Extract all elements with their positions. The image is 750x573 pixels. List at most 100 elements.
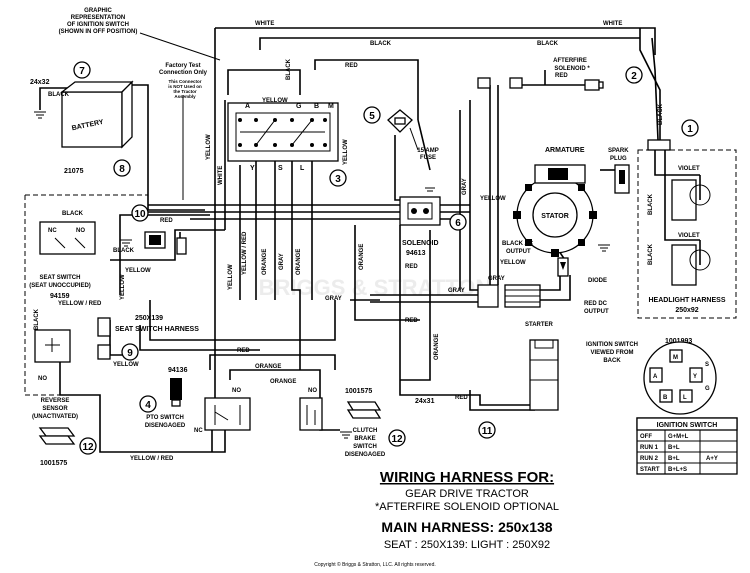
fuse-line-1: 15 AMP bbox=[417, 148, 438, 154]
factory-test: Factory Test Connection Only This Connec… bbox=[159, 63, 208, 255]
wire-label-yellow-vert2: YELLOW bbox=[120, 274, 126, 300]
wire-label-violet-2: VIOLET bbox=[678, 233, 700, 239]
wire-label-red-after: RED bbox=[555, 73, 568, 79]
title-sub: SEAT : 250X139: LIGHT : 250X92 bbox=[384, 539, 550, 551]
wire-label-black-right-vert: BLACK bbox=[658, 103, 664, 125]
wire-label-yellow-vert: YELLOW bbox=[343, 139, 349, 165]
title-line-2: *AFTERFIRE SOLENOID OPTIONAL bbox=[375, 501, 559, 513]
callouts: 1 2 3 4 5 6 7 8 9 10 11 12 12 bbox=[73, 61, 699, 455]
red-dc-line-2: OUTPUT bbox=[584, 309, 609, 315]
wire-label-black-seat: BLACK bbox=[62, 211, 84, 217]
ign-view-g: G bbox=[705, 386, 710, 392]
ign-row-3-c1: B+L bbox=[668, 456, 680, 462]
battery-bolt: 24x32 bbox=[30, 79, 50, 86]
title-main: MAIN HARNESS: 250x138 bbox=[381, 519, 552, 535]
reverse-line-1: REVERSE bbox=[41, 398, 70, 404]
clutch-switch: NO 1001575 CLUTCH BRAKE SWITCH DISENGAGE… bbox=[299, 388, 386, 458]
seat-switch-line-1: SEAT SWITCH bbox=[40, 275, 81, 281]
wire-label-red-mid: RED bbox=[405, 318, 418, 324]
ignition-switch: A G B M Y S L bbox=[227, 102, 339, 172]
callout-5: 5 bbox=[369, 111, 375, 122]
callout-3: 3 bbox=[335, 174, 341, 185]
diode: DIODE BLACK AC OUTPUT RED DC OUTPUT bbox=[502, 241, 609, 315]
ign-view-line-1: IGNITION SWITCH bbox=[586, 342, 638, 348]
ign-row-3-mode: RUN 2 bbox=[640, 456, 659, 462]
armature-label: ARMATURE bbox=[545, 147, 585, 154]
wire-label-gray-vert: GRAY bbox=[279, 253, 285, 270]
clutch-line-4: DISENGAGED bbox=[345, 452, 386, 458]
wire-label-yellow-left: YELLOW bbox=[206, 134, 212, 160]
title-heading: WIRING HARNESS FOR: bbox=[380, 469, 554, 486]
ign-letter-a: A bbox=[245, 103, 250, 110]
ign-letter-g: G bbox=[296, 103, 302, 110]
seat-part: 94159 bbox=[50, 293, 70, 300]
wire-label-red-sol: RED bbox=[405, 264, 418, 270]
graphic-note: GRAPHIC REPRESENTATION OF IGNITION SWITC… bbox=[59, 8, 221, 61]
factory-line-2: Connection Only bbox=[159, 70, 208, 76]
callout-11: 11 bbox=[482, 426, 493, 437]
title-block: WIRING HARNESS FOR: GEAR DRIVE TRACTOR *… bbox=[314, 469, 559, 568]
wire-label-orange-5: ORANGE bbox=[255, 364, 281, 370]
wire-label-violet-1: VIOLET bbox=[678, 166, 700, 172]
battery-part: 21075 bbox=[64, 168, 84, 175]
fuse: 15 AMP FUSE bbox=[387, 109, 439, 161]
headlight-label: HEADLIGHT HARNESS bbox=[648, 297, 725, 304]
clutch-line-1: CLUTCH bbox=[353, 428, 378, 434]
wire-label-white-right: WHITE bbox=[603, 21, 622, 27]
factory-line-1: Factory Test bbox=[165, 63, 200, 69]
reverse-line-2: SENSOR bbox=[42, 406, 68, 412]
seat-harness-part: 250X139 bbox=[135, 315, 163, 322]
wire-label-black-hl-2: BLACK bbox=[648, 243, 654, 265]
wire-label-black-left: BLACK bbox=[34, 308, 40, 330]
wire-label-yellowred-vert: YELLOW / RED bbox=[242, 231, 248, 275]
solenoid-part: 94613 bbox=[406, 250, 426, 257]
wire-label-yellowred-bottom: YELLOW / RED bbox=[130, 456, 174, 462]
connectors bbox=[97, 77, 541, 360]
ign-letter-s: S bbox=[278, 165, 283, 172]
clutch-part: 1001575 bbox=[345, 388, 372, 395]
factory-note-1: This Connector bbox=[168, 79, 201, 84]
ign-letter-b: B bbox=[314, 103, 319, 110]
red-dc-line-1: RED DC bbox=[584, 301, 608, 307]
reverse-sensor: REVERSE SENSOR (UNACTIVATED) 1001575 bbox=[32, 398, 78, 467]
clutch-line-2: BRAKE bbox=[354, 436, 375, 442]
wire-label-yellow-top: YELLOW bbox=[262, 98, 288, 104]
wire-label-black-right: BLACK bbox=[537, 41, 559, 47]
ign-row-2-c1: B+L bbox=[668, 445, 680, 451]
title-line-1: GEAR DRIVE TRACTOR bbox=[405, 488, 529, 500]
ign-letter-l: L bbox=[300, 165, 305, 172]
stator: STATOR ARMATURE bbox=[513, 147, 597, 257]
wire-label-yellow-vert3: YELLOW bbox=[228, 264, 234, 290]
seat-nc: NC bbox=[48, 228, 57, 234]
pto-line-1: PTO SWITCH bbox=[146, 415, 184, 421]
stator-label: STATOR bbox=[541, 213, 569, 220]
pto-part: 94136 bbox=[168, 367, 188, 374]
callout-10: 10 bbox=[134, 209, 146, 220]
headlight-part: 250x92 bbox=[675, 307, 698, 314]
afterfire-solenoid: AFTERFIRE SOLENOID * bbox=[553, 58, 604, 91]
wire-label-yellow-lower: YELLOW bbox=[113, 362, 139, 368]
reverse-line-3: (UNACTIVATED) bbox=[32, 414, 78, 420]
wire-label-red-lower: RED bbox=[237, 348, 250, 354]
copyright: Copyright © Briggs & Stratton, LLC. All … bbox=[314, 561, 436, 568]
pto-line-2: DISENGAGED bbox=[145, 423, 186, 429]
ign-row-3-c2: A+Y bbox=[706, 456, 718, 462]
wire-label-black-top: BLACK bbox=[370, 41, 392, 47]
wire-label-black-key: BLACK bbox=[113, 248, 135, 254]
clutch-no: NO bbox=[308, 388, 317, 394]
wire-label-white-top: WHITE bbox=[255, 21, 274, 27]
wire-label-gray-stator: GRAY bbox=[488, 276, 505, 282]
graphic-note-line-2: REPRESENTATION bbox=[71, 15, 125, 21]
ign-view-line-3: BACK bbox=[603, 358, 621, 364]
watermark: BRIGGS & STRATTON bbox=[259, 275, 492, 300]
starter-label: STARTER bbox=[525, 322, 554, 328]
wire-label-yellow-right: YELLOW bbox=[480, 196, 506, 202]
wire-label-gray-up: GRAY bbox=[462, 178, 468, 195]
callout-8: 8 bbox=[119, 164, 125, 175]
ign-view-m: M bbox=[673, 355, 678, 361]
ign-table-title: IGNITION SWITCH bbox=[657, 422, 718, 429]
factory-note-2: is NOT Used on bbox=[168, 84, 202, 89]
fuse-line-2: FUSE bbox=[420, 155, 436, 161]
ign-row-4-mode: START bbox=[640, 467, 660, 473]
wire-label-orange-3: ORANGE bbox=[359, 244, 365, 270]
